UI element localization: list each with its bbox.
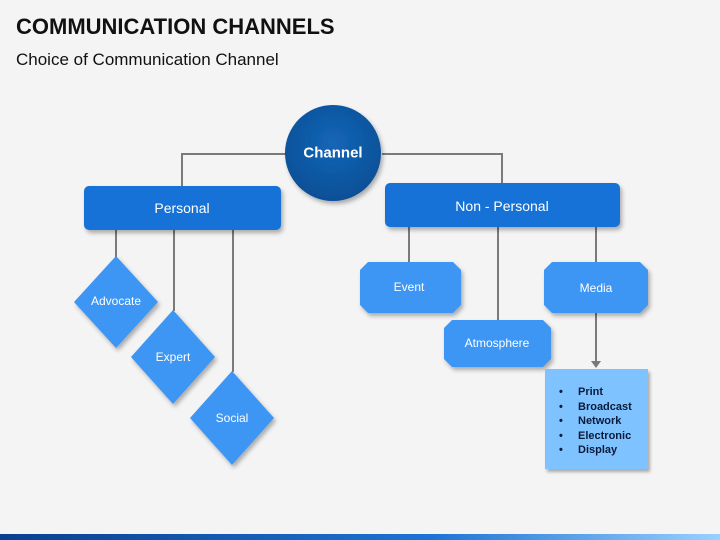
- atmosphere-label: Atmosphere: [465, 336, 530, 350]
- connector-root-personal: [181, 153, 290, 186]
- event-label: Event: [394, 280, 425, 294]
- connectors: [115, 153, 597, 372]
- non-personal-node: Non - Personal: [385, 183, 620, 227]
- list-item-text: Print: [578, 386, 604, 398]
- list-item: •Broadcast: [559, 400, 632, 413]
- list-item-text: Network: [578, 415, 622, 427]
- slide-title: COMMUNICATION CHANNELS: [16, 14, 335, 39]
- list-item-text: Broadcast: [578, 400, 632, 413]
- non-personal-label: Non - Personal: [455, 198, 548, 214]
- social-node: Social: [190, 371, 274, 465]
- channel-label: Channel: [303, 145, 362, 162]
- social-label: Social: [216, 411, 249, 425]
- expert-label: Expert: [156, 350, 191, 364]
- list-item: •Network: [559, 415, 622, 427]
- list-item: •Print: [559, 386, 604, 398]
- media-list: •Print •Broadcast •Network •Electronic •…: [545, 369, 648, 458]
- list-item-text: Electronic: [578, 429, 632, 442]
- connector-arrowhead: [591, 361, 601, 368]
- connector-root-nonpersonal: [382, 153, 503, 183]
- footer-accent-bar: [0, 534, 720, 540]
- channel-node: Channel: [285, 105, 381, 201]
- expert-node: Expert: [131, 310, 215, 404]
- list-item: •Display: [559, 444, 618, 456]
- advocate-node: Advocate: [74, 256, 158, 348]
- event-node: Event: [360, 262, 461, 313]
- personal-label: Personal: [154, 200, 209, 216]
- atmosphere-node: Atmosphere: [444, 320, 551, 367]
- list-item-text: Display: [578, 444, 618, 456]
- list-item: •Electronic: [559, 429, 632, 442]
- media-label: Media: [580, 281, 613, 295]
- media-node: Media: [544, 262, 648, 313]
- slide-subtitle: Choice of Communication Channel: [16, 50, 279, 69]
- media-list-box: •Print •Broadcast •Network •Electronic •…: [545, 369, 648, 469]
- personal-node: Personal: [84, 186, 281, 230]
- advocate-label: Advocate: [91, 294, 141, 308]
